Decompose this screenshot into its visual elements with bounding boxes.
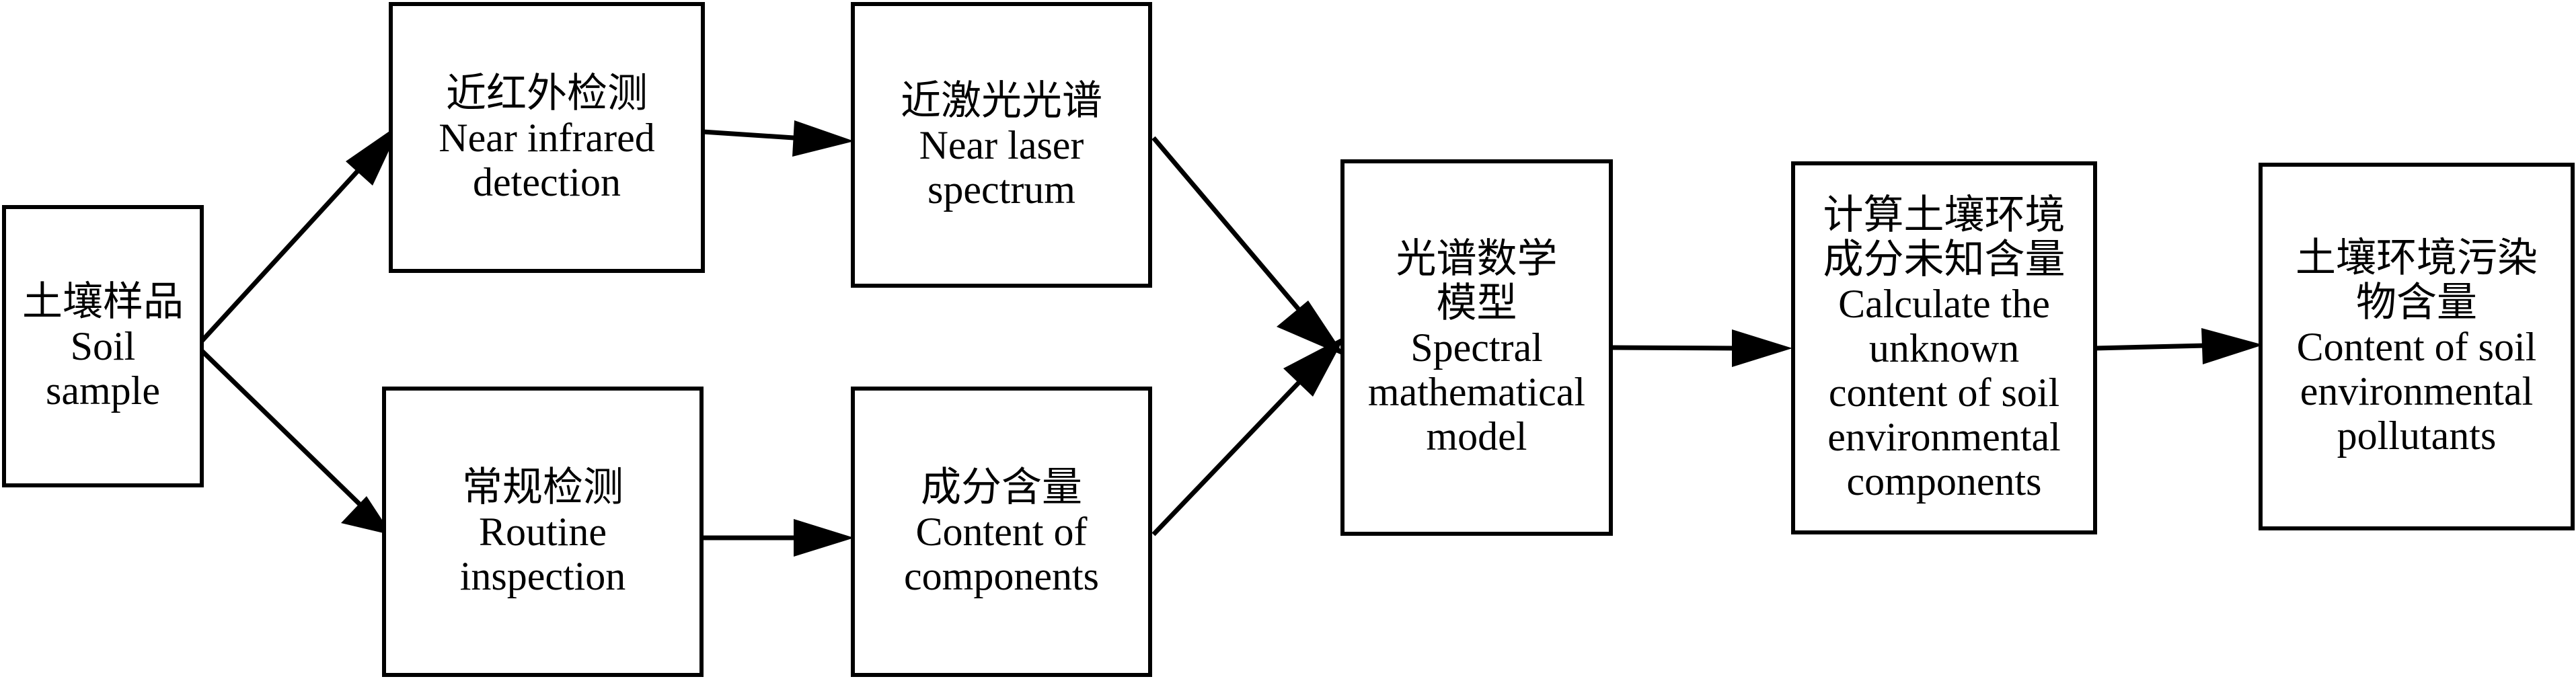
node-near-infrared-en-1: Near infrared — [439, 115, 655, 160]
node-near-infrared-en-2: detection — [473, 159, 621, 204]
node-near-laser-zh: 近激光光谱 — [901, 77, 1102, 124]
node-soil-sample-zh: 土壤样品 — [22, 278, 184, 325]
edge-infrared-to-laser — [692, 128, 794, 141]
node-near-laser: 近激光光谱 Near laser spectrum — [851, 2, 1152, 288]
node-spectral-model-en-3: model — [1426, 414, 1527, 458]
edge-laser-to-model — [1151, 136, 1303, 315]
node-near-laser-en-1: Near laser — [919, 122, 1084, 167]
edge-calculate-to-pollutants — [2094, 343, 2207, 351]
arrowhead-pollutants — [2201, 328, 2263, 364]
node-calculate: 计算土壤环境 成分未知含量 Calculate the unknown cont… — [1791, 161, 2097, 534]
node-calculate-en-3: content of soil — [1828, 370, 2060, 415]
arrowhead-calculate — [1732, 329, 1792, 367]
arrowhead-infrared — [346, 122, 402, 186]
edge-components-to-model — [1151, 378, 1303, 536]
node-routine-en-1: Routine — [479, 510, 607, 554]
node-calculate-en-4: environmental — [1827, 414, 2061, 459]
edge-soil-to-infrared — [195, 159, 369, 348]
arrowhead-model-bottom — [1283, 336, 1345, 397]
node-spectral-model-zh-1: 光谱数学 — [1396, 235, 1558, 282]
node-routine-zh: 常规检测 — [462, 464, 623, 511]
node-soil-sample: 土壤样品 Soil sample — [2, 205, 204, 487]
node-pollutants-en-3: pollutants — [2337, 413, 2497, 458]
node-near-laser-en-2: spectrum — [927, 167, 1075, 212]
node-pollutants-zh-1: 土壤环境污染 — [2296, 234, 2538, 282]
node-pollutants-en-2: environmental — [2300, 368, 2534, 413]
node-components-en-1: Content of — [915, 510, 1088, 554]
node-calculate-en-2: unknown — [1868, 325, 2020, 370]
node-soil-sample-en-2: sample — [46, 368, 160, 413]
edge-soil-to-routine — [195, 344, 369, 513]
node-calculate-zh-1: 计算土壤环境 — [1823, 191, 2066, 239]
node-near-infrared-zh: 近红外检测 — [446, 69, 648, 117]
node-calculate-en-5: components — [1846, 458, 2042, 504]
node-soil-sample-en-1: Soil — [70, 324, 136, 368]
node-near-infrared: 近红外检测 Near infrared detection — [389, 2, 705, 273]
node-spectral-model-en-1: Spectral — [1410, 325, 1543, 370]
node-components-zh: 成分含量 — [921, 464, 1082, 511]
node-routine-en-2: inspection — [459, 554, 626, 598]
arrowhead-components — [794, 519, 854, 557]
node-pollutants-en-1: Content of soil — [2296, 324, 2537, 369]
arrowhead-laser — [792, 120, 854, 157]
node-spectral-model-zh-2: 模型 — [1436, 280, 1517, 327]
node-spectral-model: 光谱数学 模型 Spectral mathematical model — [1340, 159, 1613, 536]
node-routine: 常规检测 Routine inspection — [382, 387, 704, 677]
node-spectral-model-en-2: mathematical — [1367, 370, 1586, 414]
arrowhead-routine — [341, 496, 392, 535]
node-components: 成分含量 Content of components — [851, 387, 1152, 677]
node-calculate-en-1: Calculate the — [1838, 281, 2050, 326]
node-components-en-2: components — [904, 554, 1099, 598]
arrowhead-model-top — [1277, 301, 1345, 356]
node-calculate-zh-2: 成分未知含量 — [1823, 235, 2066, 283]
node-pollutants-zh-2: 物含量 — [2356, 278, 2477, 326]
node-pollutants: 土壤环境污染 物含量 Content of soil environmental… — [2259, 163, 2575, 530]
